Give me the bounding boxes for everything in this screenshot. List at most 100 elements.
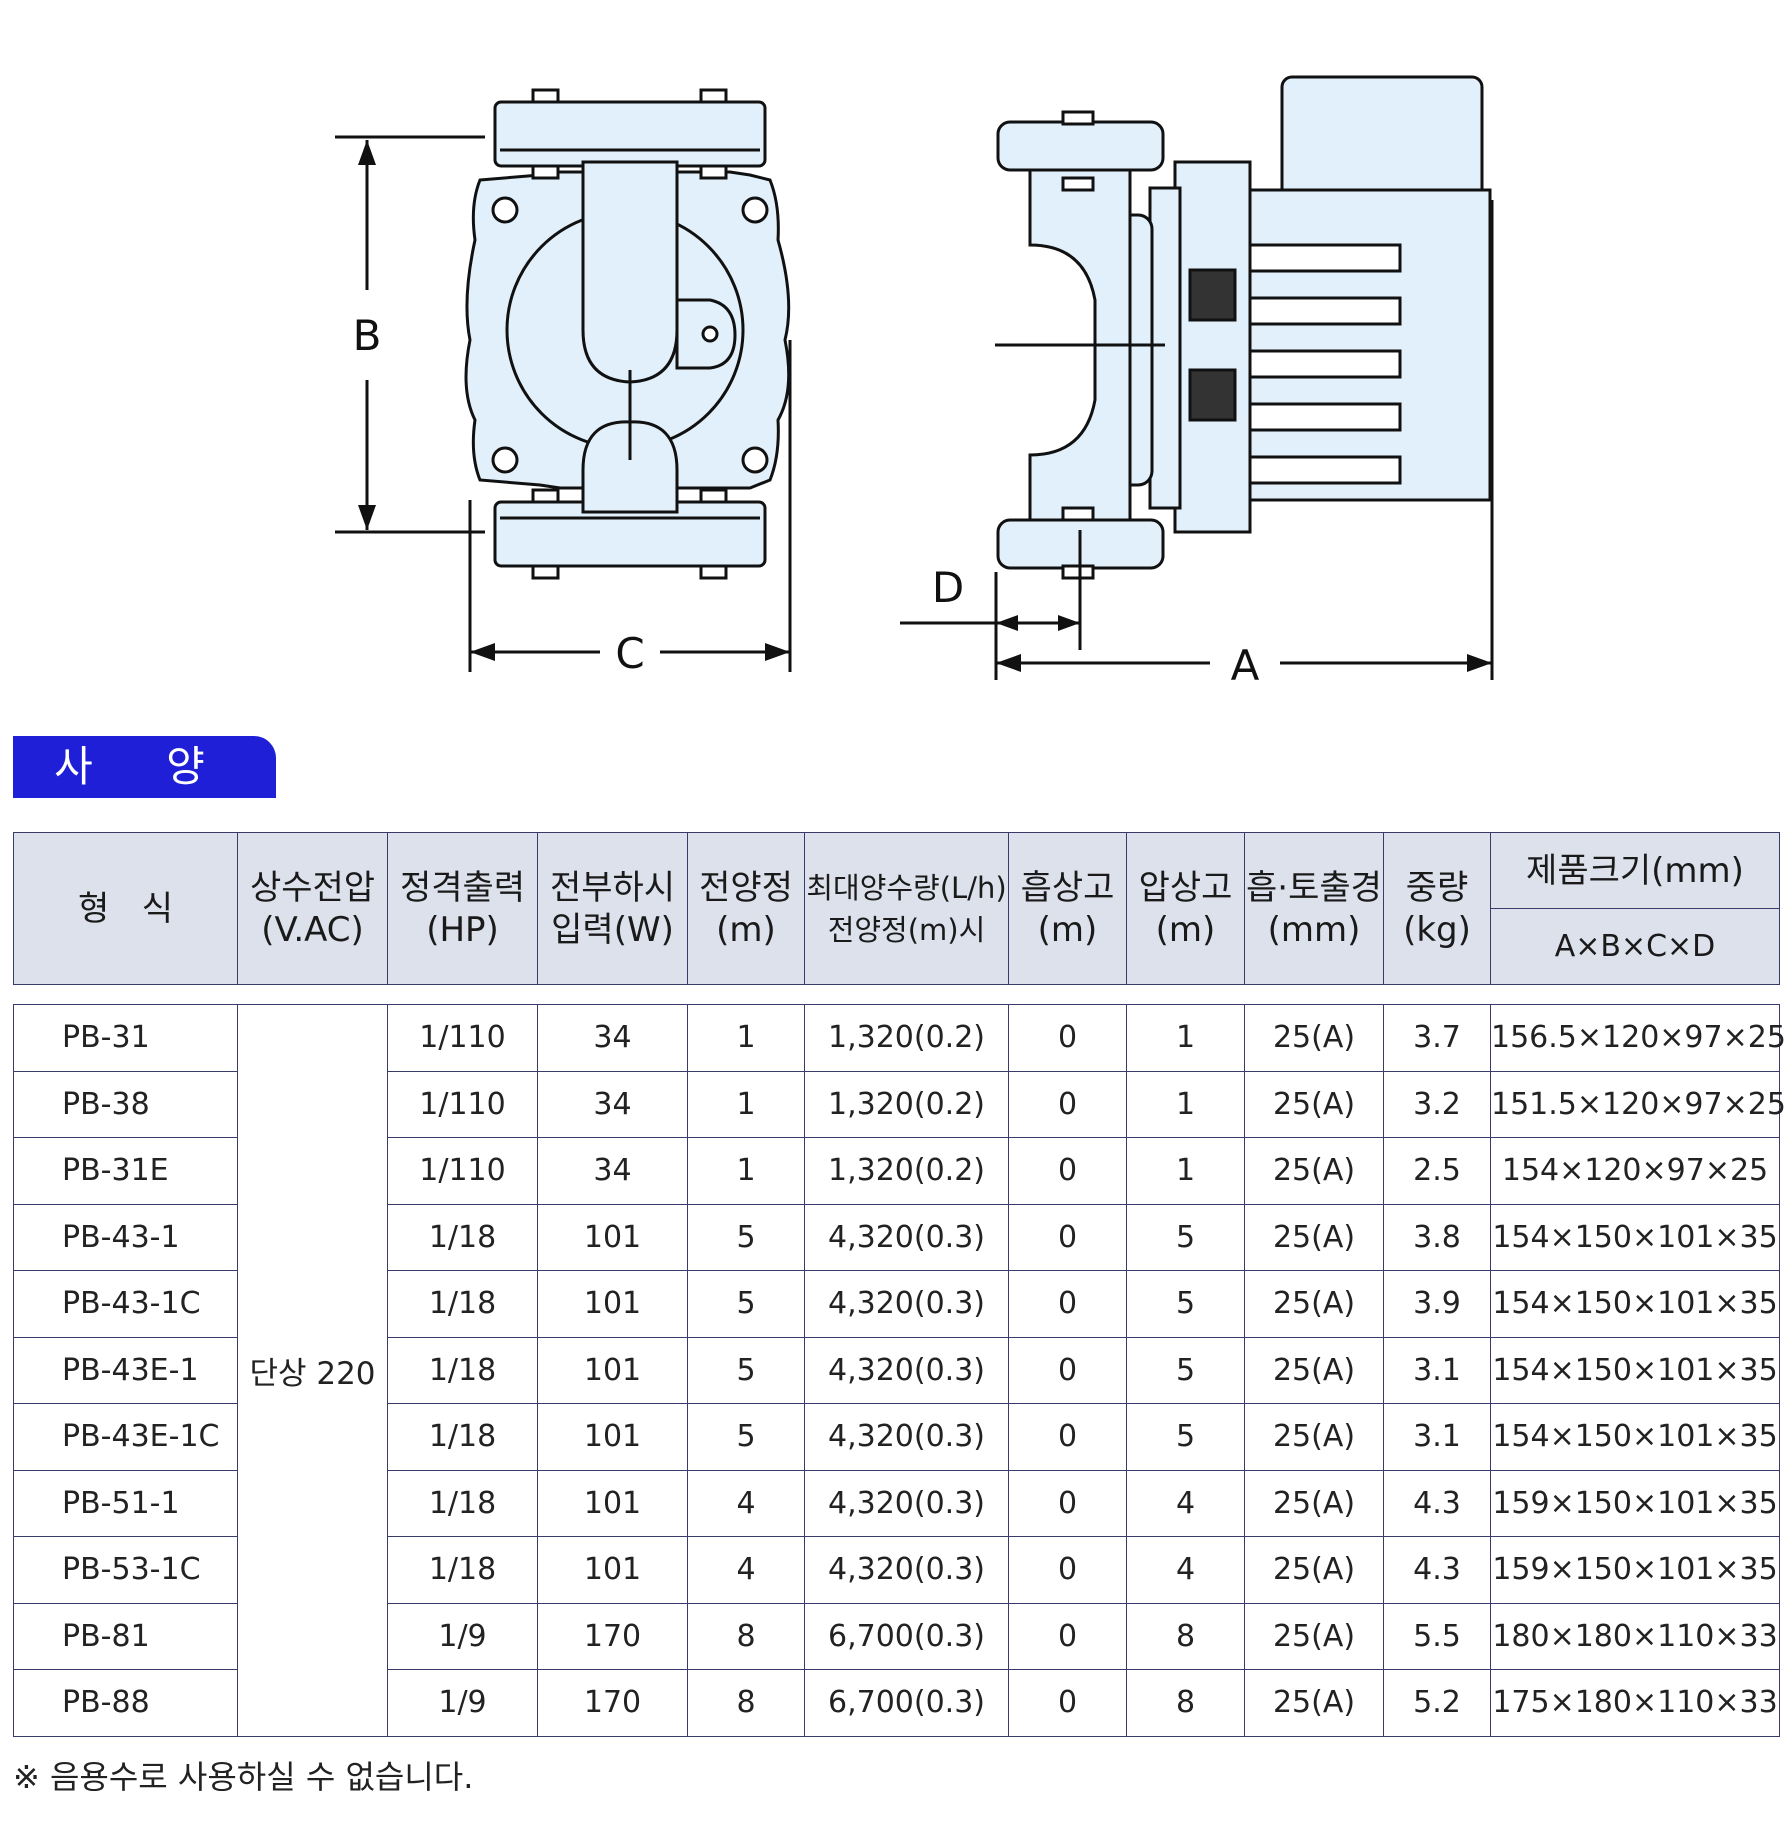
section-title-tab: 사 양 xyxy=(13,736,276,798)
header-pressure-head: 압상고(m) xyxy=(1126,832,1245,985)
table-cell: 5 xyxy=(1126,1270,1245,1338)
table-cell: 5 xyxy=(1126,1203,1245,1271)
table-cell: 4 xyxy=(1126,1469,1245,1537)
table-cell: 156.5×120×97×25 xyxy=(1490,1004,1786,1072)
table-cell: 34 xyxy=(537,1070,688,1138)
table-cell: 0 xyxy=(1008,1669,1127,1737)
table-cell: 4,320(0.3) xyxy=(804,1536,1009,1604)
footnote: ※ 음용수로 사용하실 수 없습니다. xyxy=(13,1758,474,1796)
table-cell: 101 xyxy=(537,1270,688,1338)
model-cell: PB-31E xyxy=(13,1137,238,1205)
table-cell: 159×150×101×35 xyxy=(1490,1536,1780,1604)
header-voltage: 상수전압(V.AC) xyxy=(237,832,388,985)
table-cell: 25(A) xyxy=(1244,1669,1384,1737)
table-cell: 5 xyxy=(1126,1403,1245,1471)
table-cell: 6,700(0.3) xyxy=(804,1669,1009,1737)
table-cell: 180×180×110×33 xyxy=(1490,1602,1780,1670)
model-cell: PB-43-1C xyxy=(13,1270,238,1338)
table-cell: 1/18 xyxy=(387,1203,538,1271)
table-cell: 25(A) xyxy=(1244,1469,1384,1537)
table-cell: 0 xyxy=(1008,1270,1127,1338)
table-cell: 4 xyxy=(1126,1536,1245,1604)
table-cell: 1/9 xyxy=(387,1669,538,1737)
table-cell: 25(A) xyxy=(1244,1070,1384,1138)
table-cell: 170 xyxy=(537,1669,688,1737)
table-cell: 1 xyxy=(687,1004,805,1072)
table-cell: 101 xyxy=(537,1469,688,1537)
table-cell: 4,320(0.3) xyxy=(804,1469,1009,1537)
table-cell: 1/18 xyxy=(387,1536,538,1604)
model-cell: PB-88 xyxy=(13,1669,238,1737)
model-cell: PB-31 xyxy=(13,1004,238,1072)
table-cell: 0 xyxy=(1008,1536,1127,1604)
pump-front-view xyxy=(464,88,791,580)
model-cell: PB-81 xyxy=(13,1602,238,1670)
table-cell: 154×120×97×25 xyxy=(1490,1137,1780,1205)
header-rated-output: 정격출력(HP) xyxy=(387,832,538,985)
header-suction-head: 흡상고(m) xyxy=(1008,832,1127,985)
table-cell: 5.5 xyxy=(1383,1602,1491,1670)
table-cell: 25(A) xyxy=(1244,1270,1384,1338)
table-cell: 4.3 xyxy=(1383,1536,1491,1604)
table-cell: 0 xyxy=(1008,1070,1127,1138)
table-cell: 1/9 xyxy=(387,1602,538,1670)
table-cell: 5 xyxy=(687,1270,805,1338)
table-cell: 175×180×110×33 xyxy=(1490,1669,1780,1737)
table-cell: 3.2 xyxy=(1383,1070,1491,1138)
header-total-head: 전양정(m) xyxy=(687,832,805,985)
table-cell: 1 xyxy=(1126,1070,1245,1138)
table-cell: 1,320(0.2) xyxy=(804,1137,1009,1205)
table-cell: 101 xyxy=(537,1203,688,1271)
dimension-b-label: B xyxy=(353,311,382,360)
table-cell: 8 xyxy=(1126,1669,1245,1737)
table-cell: 1/110 xyxy=(387,1137,538,1205)
table-cell: 6,700(0.3) xyxy=(804,1602,1009,1670)
model-cell: PB-43E-1C xyxy=(13,1403,238,1471)
table-cell: 159×150×101×35 xyxy=(1490,1469,1780,1537)
table-cell: 4,320(0.3) xyxy=(804,1270,1009,1338)
table-cell: 3.1 xyxy=(1383,1403,1491,1471)
model-cell: PB-51-1 xyxy=(13,1469,238,1537)
table-cell: 4 xyxy=(687,1469,805,1537)
table-cell: 0 xyxy=(1008,1602,1127,1670)
table-cell: 154×150×101×35 xyxy=(1490,1336,1780,1404)
table-cell: 170 xyxy=(537,1602,688,1670)
table-cell: 1,320(0.2) xyxy=(804,1070,1009,1138)
table-cell: 0 xyxy=(1008,1137,1127,1205)
dimension-a-label: A xyxy=(1231,641,1260,690)
model-cell: PB-53-1C xyxy=(13,1536,238,1604)
table-cell: 3.9 xyxy=(1383,1270,1491,1338)
table-cell: 5 xyxy=(687,1336,805,1404)
table-cell: 0 xyxy=(1008,1004,1127,1072)
table-cell: 8 xyxy=(1126,1602,1245,1670)
table-cell: 1/18 xyxy=(387,1469,538,1537)
table-cell: 101 xyxy=(537,1336,688,1404)
table-cell: 4.3 xyxy=(1383,1469,1491,1537)
table-cell: 5 xyxy=(687,1203,805,1271)
table-cell: 5 xyxy=(687,1403,805,1471)
table-cell: 101 xyxy=(537,1536,688,1604)
header-size-sub: A×B×C×D xyxy=(1490,908,1780,985)
table-cell: 1/18 xyxy=(387,1403,538,1471)
table-cell: 4,320(0.3) xyxy=(804,1203,1009,1271)
table-cell: 2.5 xyxy=(1383,1137,1491,1205)
table-cell: 3.7 xyxy=(1383,1004,1491,1072)
header-max-flow: 최대양수량(L/h)전양정(m)시 xyxy=(804,832,1009,985)
table-cell: 5.2 xyxy=(1383,1669,1491,1737)
header-weight: 중량(kg) xyxy=(1383,832,1491,985)
header-model: 형 식 xyxy=(13,832,238,985)
table-cell: 4 xyxy=(687,1536,805,1604)
table-cell: 1/110 xyxy=(387,1004,538,1072)
table-cell: 154×150×101×35 xyxy=(1490,1403,1780,1471)
table-cell: 5 xyxy=(1126,1336,1245,1404)
